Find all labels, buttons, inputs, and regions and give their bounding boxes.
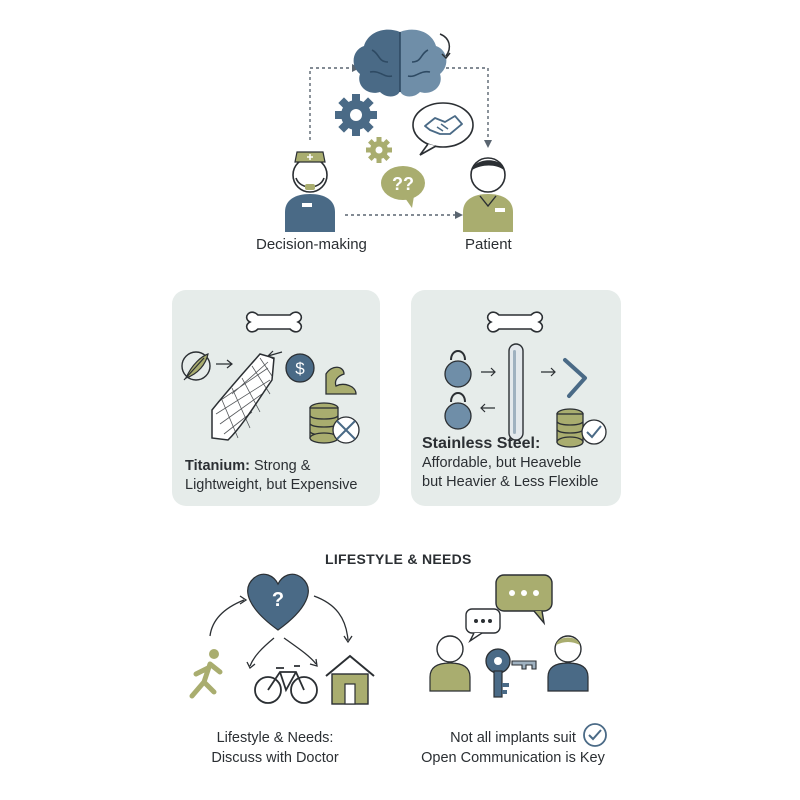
bone-icon [486,311,544,333]
steel-line3: but Heavier & Less Flexible [422,474,599,490]
chat-bubble-small-icon [465,608,501,644]
patient-label: Patient [465,236,512,253]
dollar-icon: $ [285,353,315,383]
decision-making-label: Decision-making [256,236,367,253]
dashed-connector-left [309,67,489,216]
steel-title: Stainless Steel: [422,435,541,452]
chevron-icon [563,358,587,398]
steel-rod-icon [508,343,524,441]
arrow-head-bottom [455,211,463,219]
runner-icon [189,649,223,699]
gear-icon [335,94,377,136]
lifestyle-section-title: LIFESTYLE & NEEDS [325,551,472,567]
arrow-left-icon [266,350,283,360]
decision-diagram: ?? [285,29,513,232]
arrow-down-right [283,637,317,665]
heart-icon: ? [247,573,309,631]
titanium-line2: Lightweight, but Expensive [185,477,358,493]
arrow-right-icon [481,367,496,377]
coins-icon [309,402,360,444]
arrow-down-left [249,637,275,667]
kettlebell-icon [444,392,472,430]
steel-description: Stainless Steel: Affordable, but Heavebl… [422,434,599,492]
lifestyle-right-illustration [429,574,589,698]
curved-arrow-right [313,595,349,641]
heart-question-text: ? [272,589,284,611]
svg-text:$: $ [295,359,305,378]
doctor-icon [285,151,335,232]
lifestyle-left-caption: Lifestyle & Needs: Discuss with Doctor [195,728,355,768]
steel-line2: Affordable, but Heaveble [422,455,582,471]
patient-icon [463,157,513,232]
handshake-icon [412,102,474,156]
bone-icon [245,311,303,333]
kettlebell-icon [444,350,472,388]
person-right-icon [547,635,589,692]
gear-small-icon [366,137,392,163]
arrow-left-icon [480,403,495,413]
titanium-description: Titanium: Strong & Lightweight, but Expe… [185,457,358,495]
muscle-icon [325,366,357,395]
check-icon [583,723,607,747]
lifestyle-left-illustration: ? [189,573,375,705]
person-left-icon [429,635,471,692]
titanium-line1: Strong & [254,458,311,474]
lifestyle-right-caption: Not all implants suit Open Communication… [418,728,608,768]
question-bubble-text: ?? [392,174,414,194]
curved-arrow-left [209,599,245,637]
brain-icon [353,29,451,97]
feather-icon [181,351,211,381]
right-caption-line2: Open Communication is Key [421,750,605,766]
mesh-implant-icon [211,353,275,441]
chat-bubble-icon [495,574,553,626]
right-caption-line1: Not all implants suit [450,730,576,746]
left-caption-line1: Lifestyle & Needs: [216,730,334,746]
coins-icon [556,408,607,448]
titanium-title: Titanium: [185,458,250,474]
question-bubble-icon: ?? [381,166,425,208]
house-icon [325,654,375,705]
arrow-right-icon [541,367,556,377]
arrow-head-right [484,140,492,148]
key-icon [485,648,537,698]
arrow-right-icon [216,359,233,369]
bicycle-icon [254,665,318,704]
titanium-illustration: $ [181,311,360,444]
left-caption-line2: Discuss with Doctor [211,750,339,766]
steel-illustration [444,311,607,448]
